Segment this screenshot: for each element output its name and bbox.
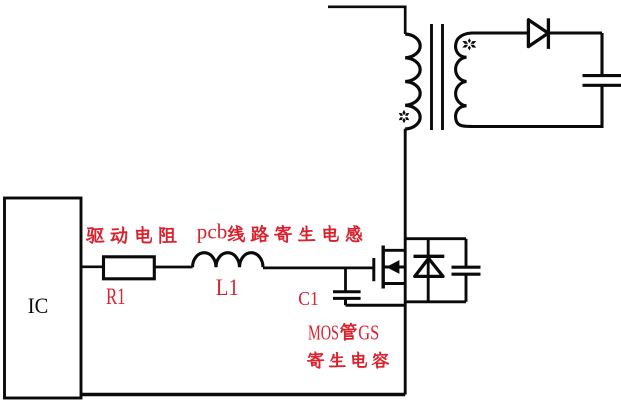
svg-text:pcb: pcb (197, 220, 228, 244)
svg-text:MOS: MOS (308, 320, 339, 344)
svg-text:L1: L1 (216, 275, 239, 300)
svg-text:R1: R1 (106, 284, 126, 309)
svg-text:C1: C1 (298, 288, 319, 310)
svg-text:IC: IC (28, 293, 49, 318)
svg-text:GS: GS (358, 320, 379, 344)
